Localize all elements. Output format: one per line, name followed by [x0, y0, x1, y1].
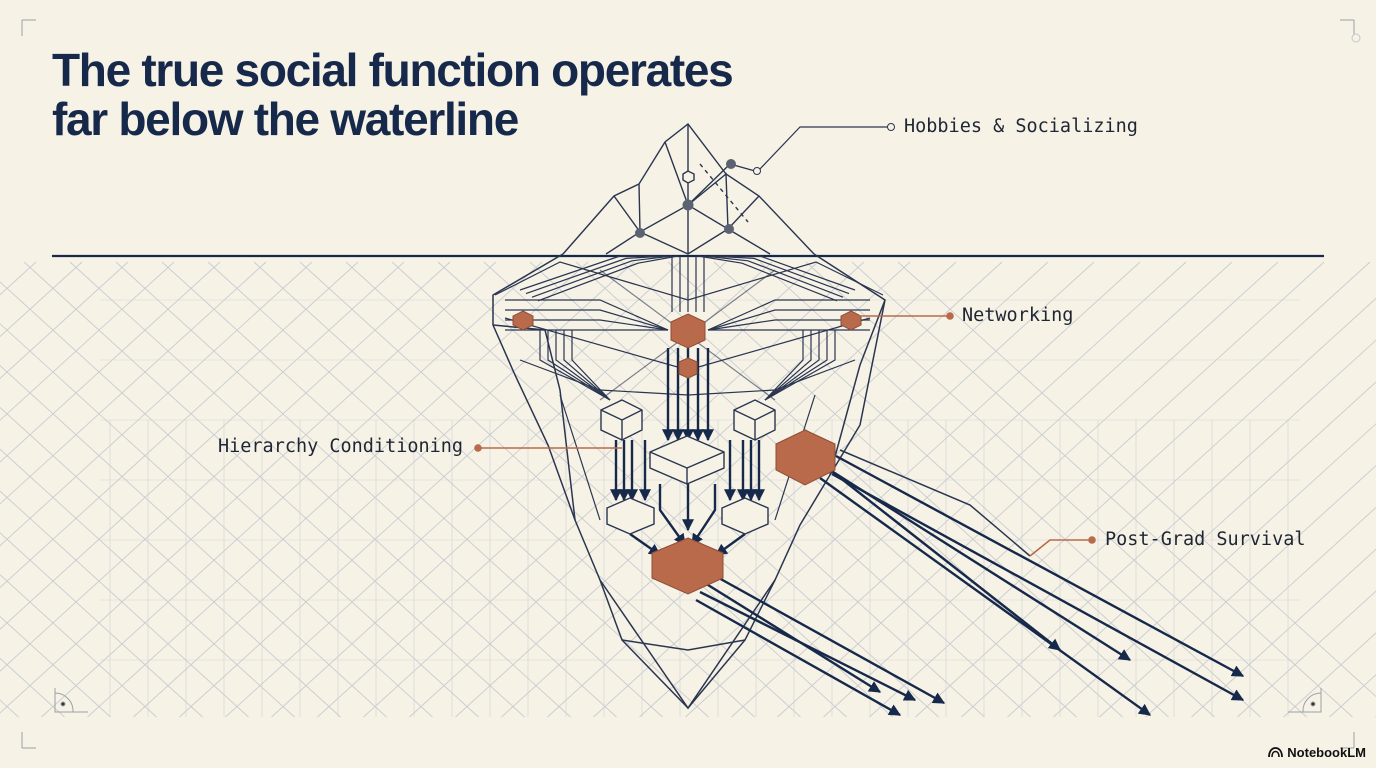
- title-line-2: far below the waterline: [52, 93, 519, 145]
- flow-arrows: [610, 348, 1245, 717]
- hobbies-leader: [758, 126, 889, 171]
- label-post-grad: Post-Grad Survival: [1105, 529, 1306, 550]
- callout-lines: [474, 123, 1096, 557]
- node-right: [840, 310, 862, 331]
- notebooklm-logo-icon: [1268, 747, 1284, 758]
- node-left: [512, 310, 534, 331]
- corner-marks: [21, 19, 1361, 749]
- label-hierarchy: Hierarchy Conditioning: [218, 436, 464, 457]
- label-networking: Networking: [962, 305, 1074, 326]
- title-line-1: The true social function operates: [52, 44, 734, 96]
- brand-badge: NotebookLM: [1268, 745, 1366, 760]
- highlight-nodes: [512, 310, 862, 595]
- node-post-grad: [775, 429, 836, 486]
- iceberg-body: [492, 253, 1031, 710]
- iceberg-tip: [562, 123, 815, 255]
- post-grad-leader: [1029, 539, 1092, 557]
- node-center-small: [678, 357, 698, 379]
- page-title: The true social function operates far be…: [52, 44, 734, 145]
- label-hobbies: Hobbies & Socializing: [904, 116, 1138, 137]
- node-top-center: [670, 313, 706, 349]
- junction-boxes: [600, 399, 776, 535]
- node-bottom: [651, 537, 724, 595]
- brand-name: NotebookLM: [1287, 745, 1366, 760]
